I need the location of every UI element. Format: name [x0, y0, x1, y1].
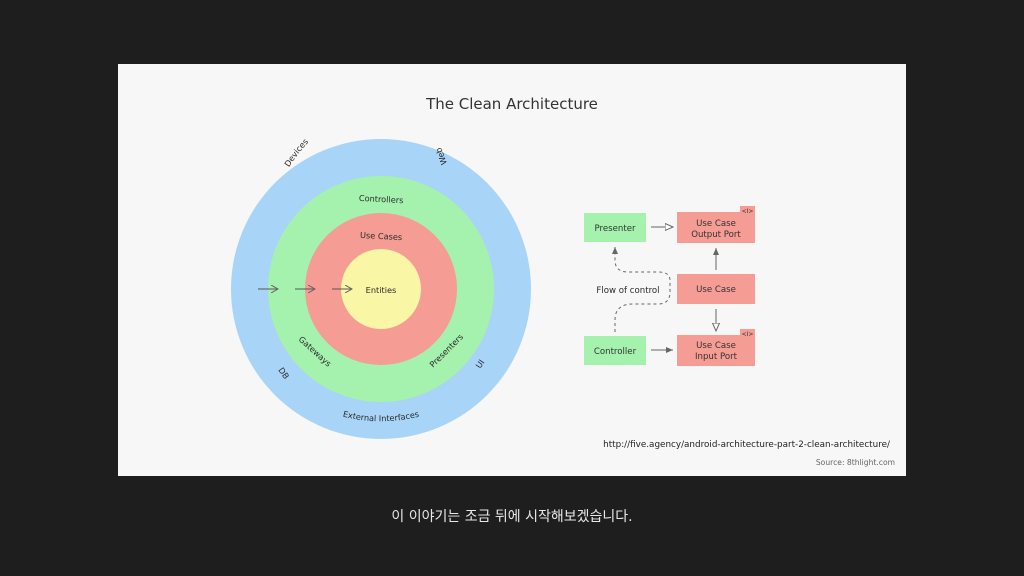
interface-tag-output — [740, 206, 755, 215]
input-port-line2: Input Port — [695, 352, 738, 362]
flow-of-control-label: Flow of control — [596, 286, 659, 296]
slide-image: The Clean Architecture Devices Web DB UI… — [118, 64, 906, 476]
presenter-box — [584, 213, 646, 242]
flow-arrows — [612, 227, 716, 353]
interface-tag-input — [740, 329, 755, 338]
controller-label: Controller — [594, 347, 637, 357]
use-case-label: Use Case — [696, 285, 736, 295]
flow-of-control-diagram: Presenter <I> Use Case Output Port Use C… — [584, 206, 755, 366]
ring-label-use-cases: Use Cases — [360, 230, 403, 242]
output-port-line1: Use Case — [696, 219, 736, 229]
input-port-line1: Use Case — [696, 341, 736, 351]
output-port-line2: Output Port — [691, 230, 741, 240]
use-case-box — [677, 274, 755, 304]
ring-label-external-interfaces: External Interfaces — [342, 409, 420, 424]
ring-label-entities: Entities — [366, 285, 397, 295]
interface-tag-output-label: <I> — [742, 208, 754, 215]
architecture-circles: Devices Web DB UI External Interfaces Co… — [231, 136, 531, 439]
use-case-input-port-box — [677, 335, 755, 366]
interface-tag-input-label: <I> — [742, 331, 754, 338]
source-credit: Source: 8thlight.com — [816, 458, 895, 467]
diagram-title: The Clean Architecture — [425, 95, 598, 113]
ring-label-controllers: Controllers — [359, 193, 404, 205]
presenter-label: Presenter — [594, 224, 636, 234]
core-circle — [341, 249, 421, 329]
reference-link[interactable]: http://five.agency/android-architecture-… — [603, 440, 890, 450]
slide-subtitle: 이 이야기는 조금 뒤에 시작해보겠습니다. — [391, 509, 633, 525]
use-case-output-port-box — [677, 212, 755, 243]
controller-box — [584, 336, 646, 365]
clean-architecture-diagram: The Clean Architecture Devices Web DB UI… — [231, 95, 895, 467]
